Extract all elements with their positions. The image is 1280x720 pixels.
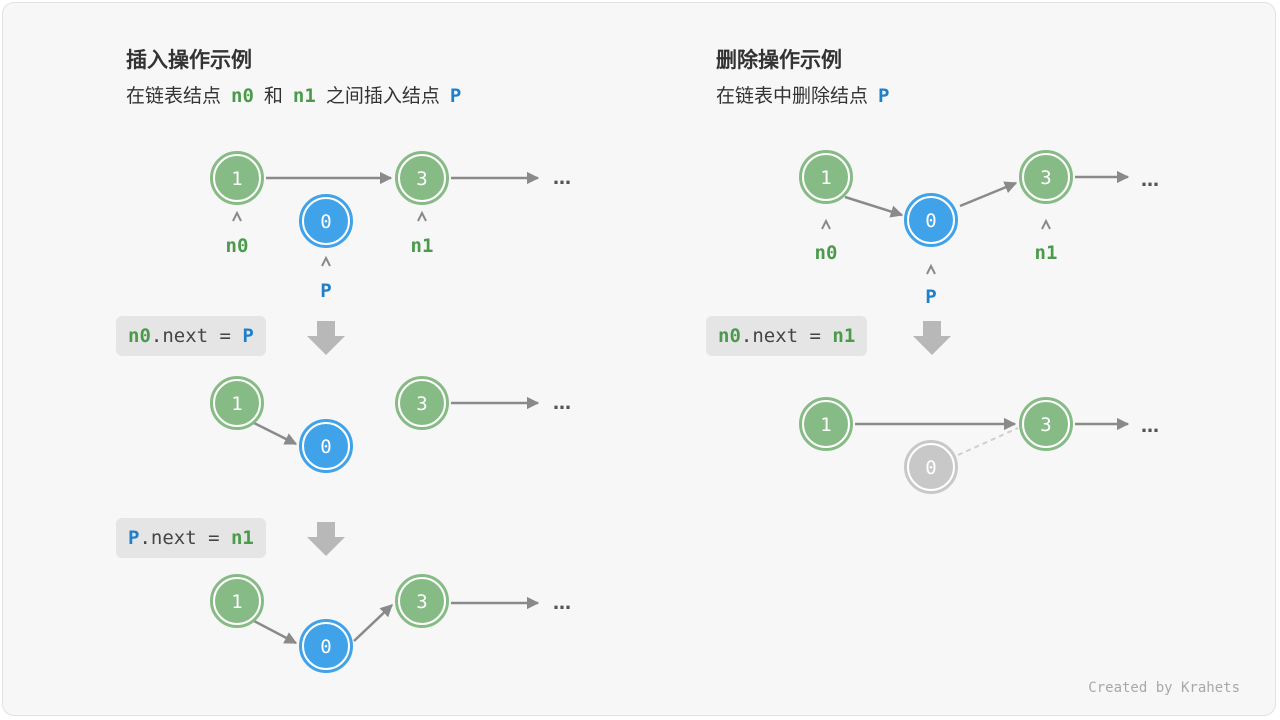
list-node: 1 [799,150,853,204]
ellipsis: … [1141,170,1159,191]
list-node: 1 [210,376,264,430]
remove-title: 删除操作示例 [716,48,842,72]
ellipsis: … [553,168,571,189]
insert-subtitle-n0: n0 [231,85,254,107]
remove-step1-rhs: n1 [832,325,856,347]
remove-subtitle-pre: 在链表中删除结点 [716,85,869,107]
list-node: 0 [299,419,353,473]
node-value: 3 [1040,414,1051,436]
node-value: 1 [820,414,831,436]
remove-subtitle: 在链表中删除结点 P [716,81,899,108]
pointer-caret [821,218,831,230]
pointer-label-n1: n1 [1035,242,1058,264]
pointer-caret [1041,218,1051,230]
list-node: 1 [210,151,264,205]
remove-step1-code: n0.next = n1 [706,316,868,356]
step-down-arrow [307,522,345,556]
list-node: 3 [395,376,449,430]
ellipsis: … [553,393,571,414]
pointer-label-p: P [925,286,936,308]
node-value: 0 [320,211,331,233]
node-value: 1 [231,168,242,190]
node-value: 3 [416,591,427,613]
insert-step1-lhs: n0 [128,325,151,347]
remove-step1-lhs: n0 [718,325,741,347]
link-arrow [253,421,298,446]
pointer-caret [321,255,331,267]
node-value: 0 [320,636,331,658]
list-node: 3 [1019,150,1073,204]
remove-step1-op: .next = [740,325,833,347]
insert-step1-op: .next = [150,325,243,347]
insert-subtitle-and: 和 [263,85,283,107]
insert-subtitle: 在链表结点 n0 和 n1 之间插入结点 P [126,81,471,108]
removed-link [957,427,1019,456]
list-node: 3 [395,151,449,205]
node-value: 3 [1040,167,1051,189]
link-arrow [253,619,298,645]
pointer-caret [417,210,427,222]
list-node: 0 [904,193,958,247]
list-node: 3 [1019,397,1073,451]
step-down-arrow [307,321,345,355]
insert-subtitle-pre: 在链表结点 [126,85,222,107]
list-node: 0 [299,619,353,673]
insert-step2-op: .next = [139,527,231,549]
list-node: 1 [799,397,853,451]
pointer-label-n0: n0 [226,235,249,257]
insert-subtitle-p: P [449,85,462,107]
node-value: 1 [820,167,831,189]
node-value: 3 [416,393,427,415]
step-down-arrow [913,321,951,355]
pointer-caret [926,263,936,275]
insert-subtitle-n1: n1 [292,85,316,107]
link-arrow [353,604,393,642]
node-value: 3 [416,168,427,190]
credit-text: Created by Krahets [1088,680,1240,696]
insert-step2-rhs: n1 [230,527,254,549]
node-value: 0 [320,436,331,458]
insert-step2-code: P.next = n1 [116,518,266,558]
node-value: 0 [925,210,936,232]
node-value: 1 [231,591,242,613]
list-node: 0 [299,194,353,248]
link-arrow [959,181,1018,208]
link-arrow [844,195,904,218]
removed-node: 0 [904,440,958,494]
insert-step2-lhs: P [128,527,140,549]
insert-step1-code: n0.next = P [116,316,266,356]
pointer-label-p: P [320,280,331,302]
insert-subtitle-mid: 之间插入结点 [325,85,440,107]
ellipsis: … [553,593,571,614]
remove-subtitle-p: P [878,85,890,107]
node-value: 1 [231,393,242,415]
list-node: 3 [395,574,449,628]
ellipsis: … [1141,416,1159,437]
pointer-caret [232,210,242,222]
node-value: 0 [925,457,936,479]
insert-step1-rhs: P [242,325,254,347]
insert-title: 插入操作示例 [126,48,252,72]
pointer-label-n1: n1 [411,235,434,257]
pointer-label-n0: n0 [815,242,838,264]
list-node: 1 [210,574,264,628]
